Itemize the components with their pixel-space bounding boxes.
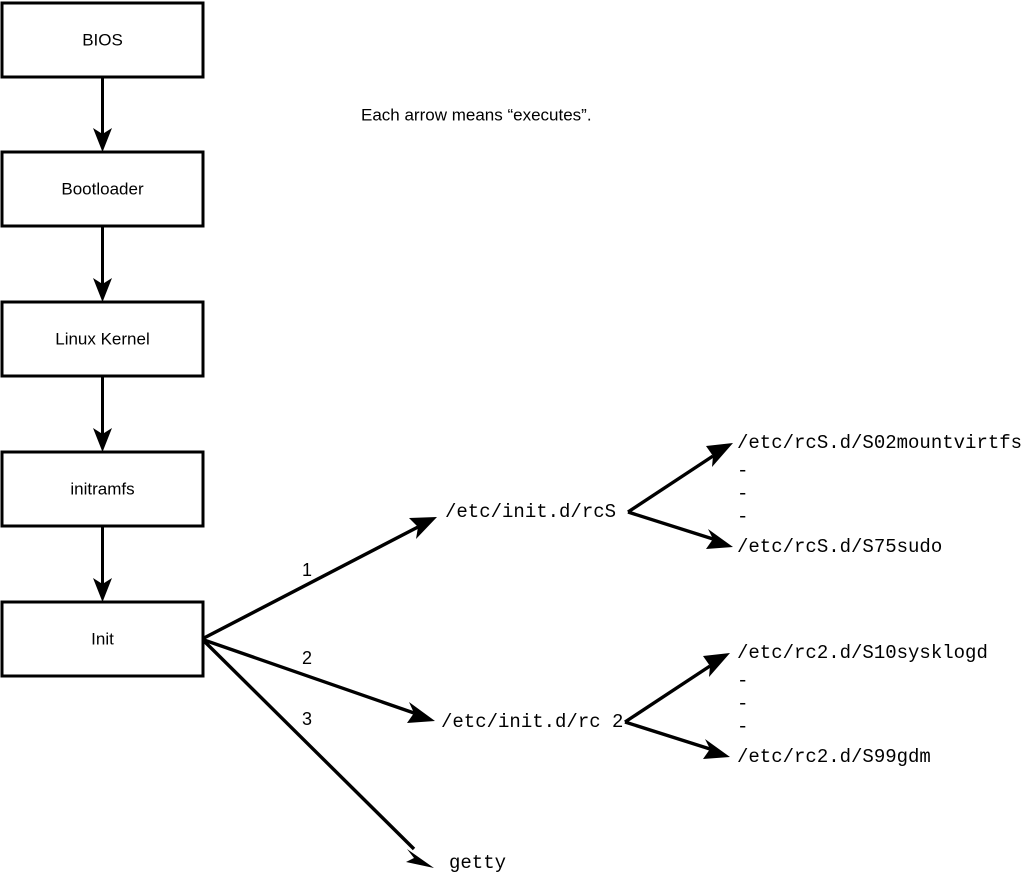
node-linux-kernel: Linux Kernel [0,300,205,378]
bios-box [0,1,205,79]
arrow-rc2-to-first-script [624,653,730,724]
getty-label: getty [449,852,506,874]
rc2-d-ellipsis-dash: - [737,693,748,715]
branch-number-3: 3 [302,709,312,729]
rc2-d-first-script: /etc/rc2.d/S10sysklogd [737,642,988,664]
rc2-d-ellipsis-dash: - [737,716,748,738]
rcs-script-label: /etc/init.d/rcS [445,501,616,523]
rcs-d-ellipsis-dash: - [737,460,748,482]
bootloader-box [0,150,205,228]
rcs-d-last-script: /etc/rcS.d/S75sudo [737,536,942,558]
arrow-init-to-getty [202,639,434,868]
linux-kernel-label: Linux Kernel [55,329,150,348]
rc2-script-label: /etc/init.d/rc 2 [441,711,623,733]
arrow-rcs-to-first-script [627,443,733,514]
rc2-d-last-script: /etc/rc2.d/S99gdm [737,746,931,768]
branch-number-1: 1 [302,560,312,580]
arrow-rcs-to-last-script [627,510,733,549]
node-bios: BIOS [0,1,205,79]
branch-number-2: 2 [302,648,312,668]
arrow-rc2-to-last-script [624,720,730,759]
bios-label: BIOS [82,30,123,49]
rcs-d-ellipsis-dash: - [737,506,748,528]
node-bootloader: Bootloader [0,150,205,228]
arrow-bootloader-to-kernel [93,226,112,302]
rcs-d-first-script: /etc/rcS.d/S02mountvirtfs [737,432,1022,454]
arrow-kernel-to-initramfs [93,376,112,452]
bootloader-label: Bootloader [61,179,144,198]
init-label: Init [91,629,114,648]
diagram-caption: Each arrow means “executes”. [361,105,592,124]
initramfs-label: initramfs [70,479,134,498]
initramfs-box [0,450,205,528]
arrow-bios-to-bootloader [93,77,112,152]
rcs-d-ellipsis-dash: - [737,483,748,505]
arrow-init-to-rcs [203,517,437,640]
arrow-init-to-rc2 [203,638,435,723]
init-box [0,600,205,678]
node-initramfs: initramfs [0,450,205,528]
rc2-d-ellipsis-dash: - [737,670,748,692]
node-init: Init [0,600,205,678]
arrow-initramfs-to-init [93,526,112,602]
